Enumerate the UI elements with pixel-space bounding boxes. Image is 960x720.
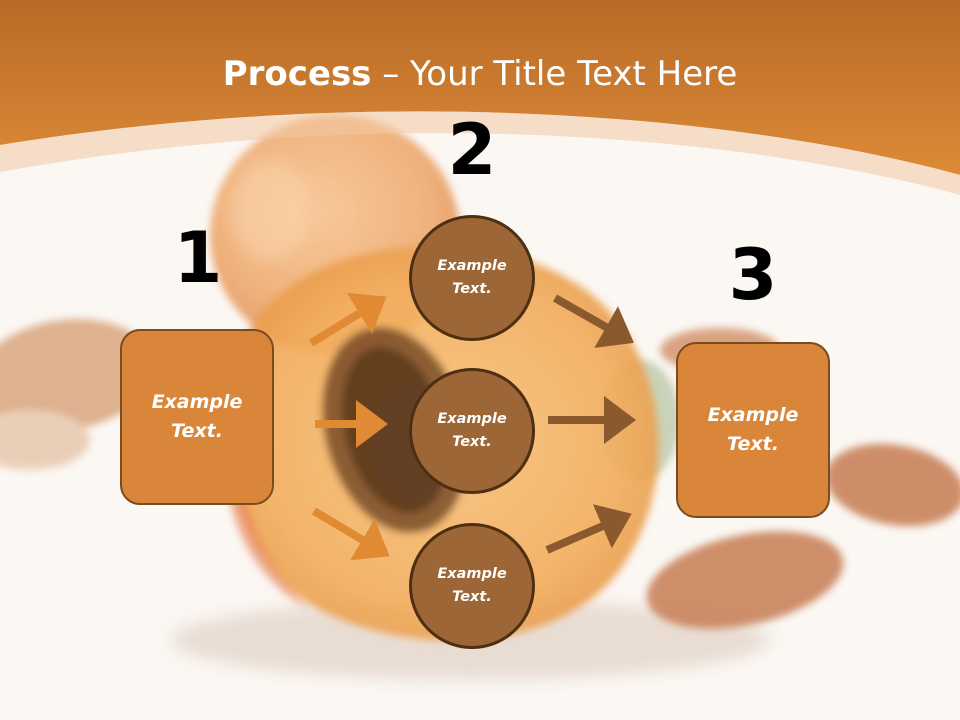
step-2-circle-3: Example Text. bbox=[409, 523, 535, 649]
step-1-box: Example Text. bbox=[120, 329, 274, 505]
step-2-circle-1: Example Text. bbox=[409, 215, 535, 341]
title-bold: Process bbox=[222, 54, 372, 94]
step-number-1: 1 bbox=[173, 217, 223, 299]
step-3-text: Example Text. bbox=[707, 404, 799, 455]
title-rest: – Your Title Text Here bbox=[371, 54, 738, 94]
slide-title: Process – Your Title Text Here bbox=[0, 52, 960, 96]
step-2-circle-2: Example Text. bbox=[409, 368, 535, 494]
circle-3-text: Example Text. bbox=[437, 566, 507, 605]
step-number-3: 3 bbox=[728, 234, 778, 316]
circle-1-text: Example Text. bbox=[437, 258, 507, 297]
step-3-box: Example Text. bbox=[676, 342, 830, 518]
step-1-text: Example Text. bbox=[151, 391, 243, 442]
circle-2-text: Example Text. bbox=[437, 411, 507, 450]
step-number-2: 2 bbox=[447, 109, 497, 191]
